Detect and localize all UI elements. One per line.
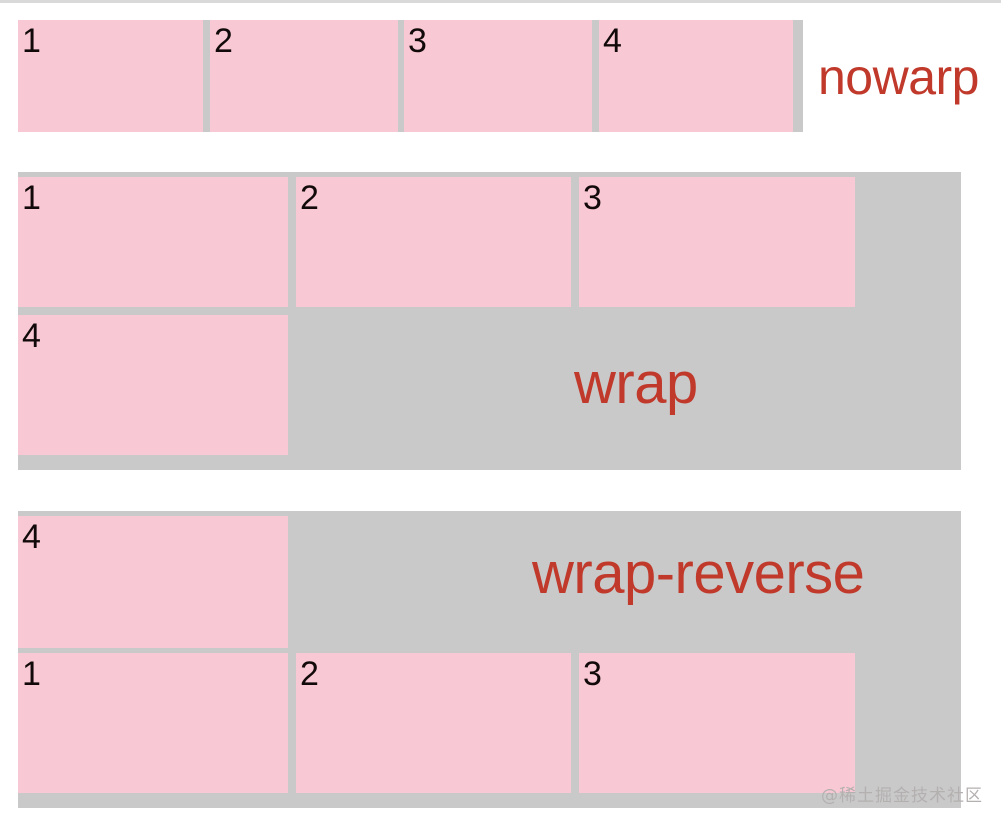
flex-item-number: 1 — [22, 655, 41, 693]
flex-item: 4 — [599, 20, 793, 132]
flex-item-number: 4 — [603, 22, 622, 60]
flex-item: 3 — [579, 177, 855, 307]
flex-item: 3 — [579, 653, 855, 793]
flex-item: 1 — [18, 20, 203, 132]
flex-item-number: 3 — [583, 655, 602, 693]
flex-item-number: 3 — [408, 22, 427, 60]
watermark: @稀土掘金技术社区 — [821, 786, 983, 806]
flex-item-number: 2 — [300, 655, 319, 693]
flex-item-number: 4 — [22, 317, 41, 355]
flex-item: 2 — [210, 20, 398, 132]
flex-item: 1 — [18, 177, 288, 307]
flex-wrap-nowarp-demo: 1 2 3 4 nowarp — [0, 0, 1001, 160]
flex-item-number: 1 — [22, 22, 41, 60]
nowarp-label: nowarp — [818, 49, 980, 105]
flex-item: 4 — [18, 315, 288, 455]
top-edge-strip — [0, 0, 1001, 3]
wrap-label: wrap — [574, 351, 698, 416]
flex-item: 3 — [404, 20, 592, 132]
flex-item: 4 — [18, 516, 288, 648]
wrap-reverse-label: wrap-reverse — [532, 541, 865, 606]
flex-item: 2 — [296, 653, 571, 793]
flex-item-number: 3 — [583, 179, 602, 217]
flex-item: 2 — [296, 177, 571, 307]
flex-item-number: 1 — [22, 179, 41, 217]
flex-item-number: 4 — [22, 518, 41, 556]
flex-item: 1 — [18, 653, 288, 793]
flex-item-number: 2 — [214, 22, 233, 60]
flex-item-number: 2 — [300, 179, 319, 217]
